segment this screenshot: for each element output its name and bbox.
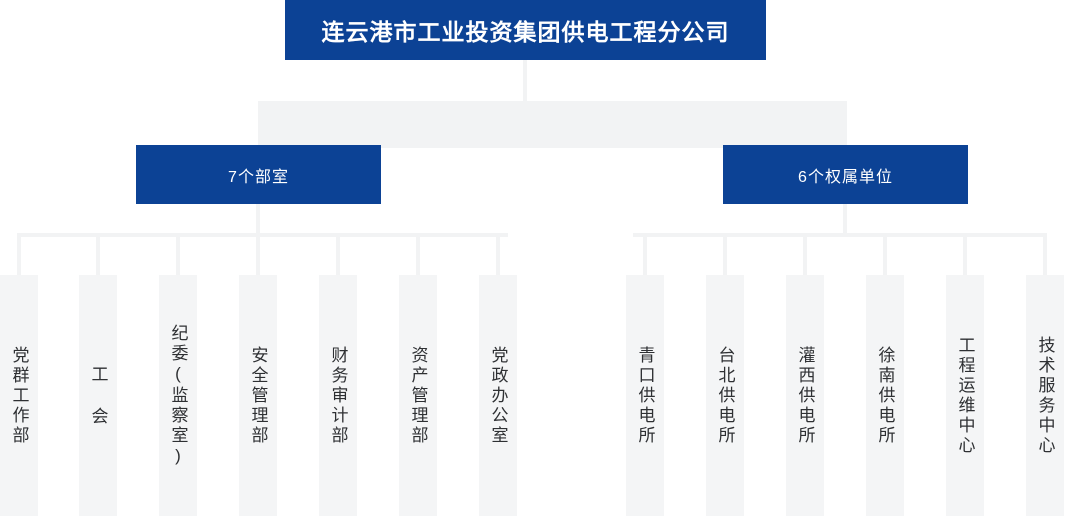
leaf-node-label: 党政办公室 [488, 345, 508, 446]
leaf-node-label: 财务审计部 [328, 345, 348, 446]
leaf-node-subsidiaries-2[interactable]: 台北供电所 [706, 275, 744, 516]
connector-drop [256, 233, 260, 275]
connector-level2-band [258, 101, 847, 148]
connector-drop [17, 233, 21, 275]
leaf-node-label: 青口供电所 [635, 345, 655, 446]
leaf-node-label: 技术服务中心 [1035, 335, 1055, 456]
connector-drop [416, 233, 420, 275]
leaf-node-subsidiaries-4[interactable]: 徐南供电所 [866, 275, 904, 516]
connector-drop [176, 233, 180, 275]
connector-drop [883, 233, 887, 275]
branch-node-departments[interactable]: 7个部室 [136, 145, 381, 204]
leaf-node-departments-2[interactable]: 工 会 [79, 275, 117, 516]
leaf-node-label: 徐南供电所 [875, 345, 895, 446]
leaf-node-subsidiaries-6[interactable]: 技术服务中心 [1026, 275, 1064, 516]
connector-drop [496, 233, 500, 275]
connector-drop [1043, 233, 1047, 275]
connector-drop [723, 233, 727, 275]
leaf-node-departments-5[interactable]: 财务审计部 [319, 275, 357, 516]
branch-node-subsidiaries[interactable]: 6个权属单位 [723, 145, 968, 204]
connector-left-stem [256, 204, 260, 235]
connector-drop [96, 233, 100, 275]
leaf-node-label: 工程运维中心 [955, 335, 975, 456]
connector-drop [643, 233, 647, 275]
leaf-node-departments-7[interactable]: 党政办公室 [479, 275, 517, 516]
leaf-node-label: 安全管理部 [248, 345, 268, 446]
connector-drop [963, 233, 967, 275]
leaf-node-label: 台北供电所 [715, 345, 735, 446]
leaf-node-departments-4[interactable]: 安全管理部 [239, 275, 277, 516]
leaf-node-label: 灌西供电所 [795, 345, 815, 446]
leaf-node-label: 资产管理部 [408, 345, 428, 446]
root-node[interactable]: 连云港市工业投资集团供电工程分公司 [285, 0, 766, 60]
leaf-node-subsidiaries-3[interactable]: 灌西供电所 [786, 275, 824, 516]
connector-right-bus [633, 233, 1047, 237]
leaf-node-label: 党群工作部 [9, 345, 29, 446]
leaf-node-subsidiaries-5[interactable]: 工程运维中心 [946, 275, 984, 516]
leaf-node-departments-3[interactable]: 纪委(监察室) [159, 275, 197, 516]
connector-right-stem [843, 204, 847, 235]
leaf-node-label: 纪委(监察室) [168, 323, 188, 468]
leaf-node-subsidiaries-1[interactable]: 青口供电所 [626, 275, 664, 516]
connector-drop [803, 233, 807, 275]
connector-left-bus [17, 233, 508, 237]
leaf-node-departments-6[interactable]: 资产管理部 [399, 275, 437, 516]
connector-drop [336, 233, 340, 275]
connector-root-stem [523, 60, 527, 105]
leaf-node-departments-1[interactable]: 党群工作部 [0, 275, 38, 516]
leaf-node-label: 工 会 [88, 364, 108, 427]
